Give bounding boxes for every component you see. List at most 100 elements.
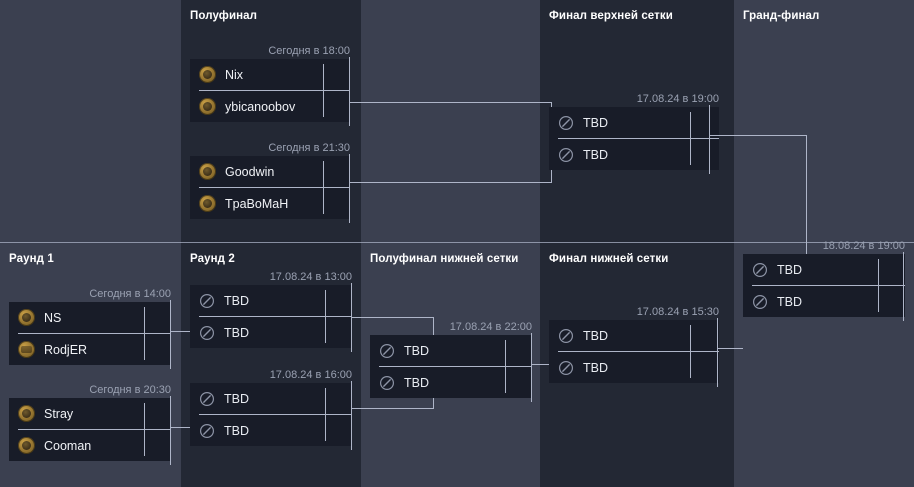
team-row[interactable]: TBD — [190, 285, 352, 316]
match-connector-bar — [325, 290, 326, 343]
team-row[interactable]: ybicanoobov — [190, 91, 350, 122]
team-row[interactable]: TBD — [190, 415, 352, 446]
tbd-icon — [199, 391, 215, 407]
team-name: ybicanoobov — [225, 99, 296, 114]
match-box[interactable]: NS RodjER — [9, 302, 171, 365]
team-row[interactable]: Stray — [9, 398, 171, 429]
connector-line — [349, 182, 551, 183]
team-name: TpaBoMaH — [225, 196, 289, 211]
match-date: Сегодня в 21:30 — [268, 142, 350, 154]
team-separator — [18, 429, 171, 430]
match-card[interactable]: 17.08.24 в 13:00 TBD — [190, 271, 352, 348]
team-row[interactable]: TBD — [549, 107, 719, 138]
team-name: TBD — [224, 293, 249, 308]
tbd-icon — [199, 293, 215, 309]
match-box[interactable]: TBD TBD — [190, 285, 352, 348]
tbd-icon — [752, 294, 768, 310]
team-name: TBD — [583, 328, 608, 343]
team-row[interactable]: Goodwin — [190, 156, 350, 187]
column-band-4 — [540, 0, 734, 487]
connector-line — [717, 318, 718, 387]
team-row[interactable]: TBD — [190, 317, 352, 348]
team-row[interactable]: RodjER — [9, 334, 171, 365]
match-box[interactable]: TBD TBD — [370, 335, 532, 398]
team-row[interactable]: TBD — [549, 139, 719, 170]
team-row[interactable]: TBD — [549, 352, 719, 383]
team-row[interactable]: TBD — [549, 320, 719, 351]
connector-line — [349, 102, 551, 103]
connector-line — [351, 317, 434, 318]
avatar-icon — [199, 98, 216, 115]
team-separator — [379, 366, 532, 367]
connector-line — [433, 317, 434, 340]
team-row[interactable]: TpaBoMaH — [190, 188, 350, 219]
match-card[interactable]: Сегодня в 21:30 Goodwin TpaBoMaH — [190, 142, 350, 219]
column-band-3 — [361, 0, 540, 487]
tbd-icon — [199, 423, 215, 439]
match-box[interactable]: TBD TBD — [549, 320, 719, 383]
match-card[interactable]: Сегодня в 18:00 Nix ybicanoobov — [190, 45, 350, 122]
team-name: TBD — [777, 262, 802, 277]
match-connector-bar — [144, 403, 145, 456]
column-title-upper-final: Финал верхней сетки — [549, 10, 673, 22]
match-connector-bar — [690, 325, 691, 378]
team-separator — [752, 285, 905, 286]
match-connector-bar — [505, 340, 506, 393]
team-name: TBD — [224, 423, 249, 438]
team-name: TBD — [224, 391, 249, 406]
tbd-icon — [199, 325, 215, 341]
tbd-icon — [752, 262, 768, 278]
match-connector-bar — [690, 112, 691, 165]
match-date: 17.08.24 в 13:00 — [269, 271, 352, 283]
connector-line — [170, 396, 171, 465]
connector-line — [351, 381, 352, 450]
tbd-icon — [379, 343, 395, 359]
connector-line — [903, 252, 904, 321]
avatar-icon — [18, 437, 35, 454]
connector-line — [351, 408, 434, 409]
avatar-icon — [199, 195, 216, 212]
match-card[interactable]: 17.08.24 в 19:00 TBD — [549, 93, 719, 170]
match-box[interactable]: TBD TBD — [549, 107, 719, 170]
connector-line — [709, 135, 807, 136]
match-box[interactable]: TBD TBD — [743, 254, 905, 317]
match-card[interactable]: 17.08.24 в 16:00 TBD — [190, 369, 352, 446]
team-row[interactable]: TBD — [190, 383, 352, 414]
team-row[interactable]: TBD — [743, 286, 905, 317]
match-box[interactable]: Stray Cooman — [9, 398, 171, 461]
team-row[interactable]: Cooman — [9, 430, 171, 461]
column-title-grand-final: Гранд-финал — [743, 10, 820, 22]
tbd-icon — [379, 375, 395, 391]
match-date: 17.08.24 в 22:00 — [449, 321, 532, 333]
column-title-lower-round-1: Раунд 1 — [9, 253, 54, 265]
team-row[interactable]: TBD — [370, 335, 532, 366]
team-name: Stray — [44, 406, 74, 421]
match-card[interactable]: 18.08.24 в 19:00 TBD — [743, 240, 905, 317]
match-connector-bar — [323, 161, 324, 214]
team-name: TBD — [583, 115, 608, 130]
avatar-icon — [199, 66, 216, 83]
match-date: 17.08.24 в 15:30 — [636, 306, 719, 318]
connector-line — [806, 135, 807, 255]
avatar-icon — [18, 341, 35, 358]
match-card[interactable]: Сегодня в 20:30 Stray Cooman — [9, 384, 171, 461]
team-name: Cooman — [44, 438, 92, 453]
team-row[interactable]: TBD — [743, 254, 905, 285]
team-separator — [199, 187, 350, 188]
match-box[interactable]: TBD TBD — [190, 383, 352, 446]
match-box[interactable]: Nix ybicanoobov — [190, 59, 350, 122]
match-date: Сегодня в 20:30 — [89, 384, 171, 396]
team-name: TBD — [404, 343, 429, 358]
column-title-lower-semifinal: Полуфинал нижней сетки — [370, 253, 519, 265]
match-card[interactable]: 17.08.24 в 15:30 TBD — [549, 306, 719, 383]
column-title-upper-semifinal: Полуфинал — [190, 10, 258, 22]
team-name: TBD — [404, 375, 429, 390]
match-card[interactable]: Сегодня в 14:00 NS RodjER — [9, 288, 171, 365]
team-name: Goodwin — [225, 164, 275, 179]
match-box[interactable]: Goodwin TpaBoMaH — [190, 156, 350, 219]
team-row[interactable]: Nix — [190, 59, 350, 90]
team-row[interactable]: TBD — [370, 367, 532, 398]
match-card[interactable]: 17.08.24 в 22:00 TBD — [370, 321, 532, 398]
team-row[interactable]: NS — [9, 302, 171, 333]
